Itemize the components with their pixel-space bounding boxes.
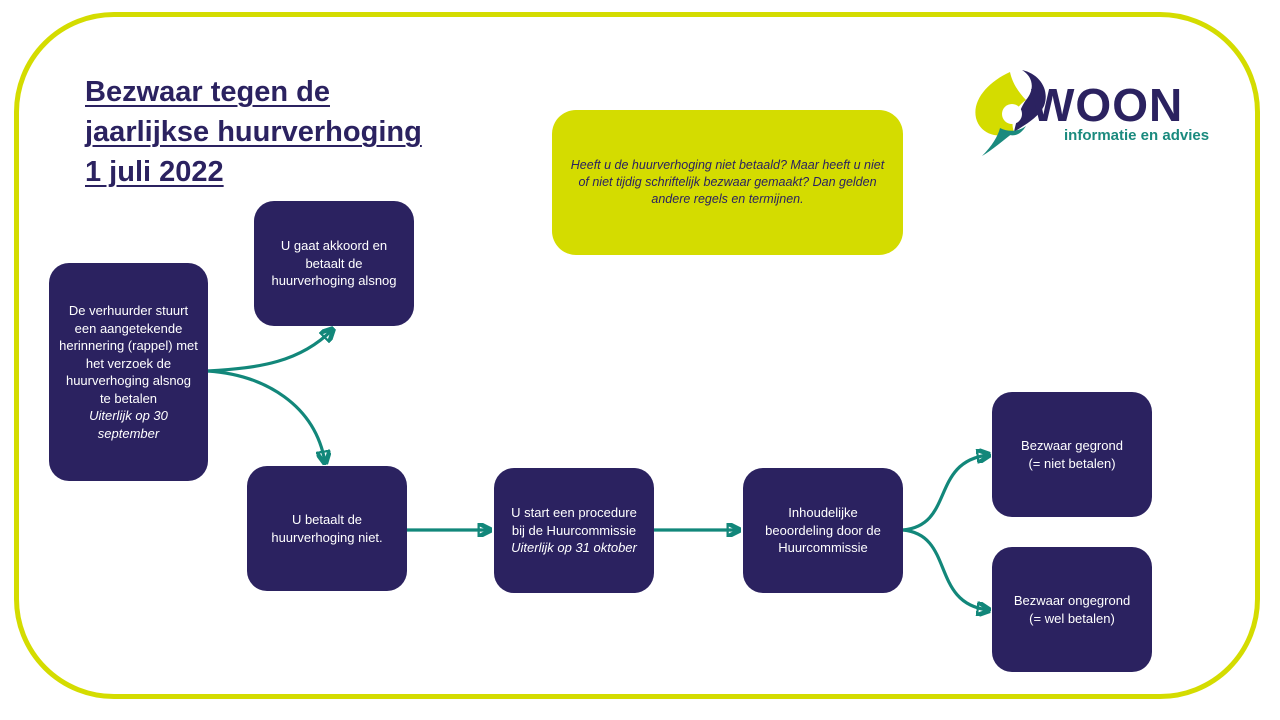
- box-assessment-text: Inhoudelijke beoordeling door de Huurcom…: [765, 505, 881, 556]
- page-title: Bezwaar tegen de jaarlijkse huurverhogin…: [85, 72, 445, 192]
- arrow-to-not-pay: [207, 369, 325, 462]
- logo-wordmark: WOON: [1031, 79, 1184, 131]
- box-not-pay: U betaalt de huurverhoging niet.: [247, 466, 407, 591]
- box-reminder-text: De verhuurder stuurt een aangetekende he…: [59, 303, 198, 406]
- box-reminder: De verhuurder stuurt een aangetekende he…: [49, 263, 208, 481]
- woon-logo-icon: [975, 70, 1046, 156]
- box-not-pay-text: U betaalt de huurverhoging niet.: [271, 512, 383, 545]
- rounded-frame: [14, 12, 1260, 699]
- box-agree-text: U gaat akkoord en betaalt de huurverhogi…: [271, 238, 397, 289]
- arrow-to-agree: [207, 330, 332, 373]
- box-objection-ungrounded: Bezwaar ongegrond (= wel betalen): [992, 547, 1152, 672]
- logo-tagline: informatie en advies: [1064, 127, 1210, 144]
- box-grounded-line2: (= niet betalen): [1028, 455, 1116, 471]
- info-note-text: Heeft u de huurverhoging niet betaald? M…: [570, 158, 885, 206]
- box-start-deadline: Uiterlijk op 31 oktober: [511, 540, 637, 556]
- title-line-1: Bezwaar tegen de: [85, 76, 330, 108]
- arrow-to-ungrounded: [902, 528, 988, 610]
- arrow-to-grounded: [902, 455, 988, 532]
- title-line-2: jaarlijkse huurverhoging: [85, 116, 422, 148]
- box-objection-grounded: Bezwaar gegrond (= niet betalen): [992, 392, 1152, 517]
- box-assessment: Inhoudelijke beoordeling door de Huurcom…: [743, 468, 903, 593]
- box-agree-pay: U gaat akkoord en betaalt de huurverhogi…: [254, 201, 414, 326]
- box-start-procedure: U start een procedure bij de Huurcommiss…: [494, 468, 654, 593]
- box-reminder-deadline: Uiterlijk op 30 september: [89, 408, 168, 441]
- box-ungrounded-line2: (= wel betalen): [1029, 610, 1115, 626]
- title-line-3: 1 juli 2022: [85, 156, 224, 188]
- box-ungrounded-line1: Bezwaar ongegrond: [1013, 593, 1131, 608]
- box-grounded-line1: Bezwaar gegrond: [1021, 438, 1123, 453]
- box-start-text: U start een procedure bij de Huurcommiss…: [511, 505, 637, 538]
- info-note: Heeft u de huurverhoging niet betaald? M…: [552, 110, 903, 255]
